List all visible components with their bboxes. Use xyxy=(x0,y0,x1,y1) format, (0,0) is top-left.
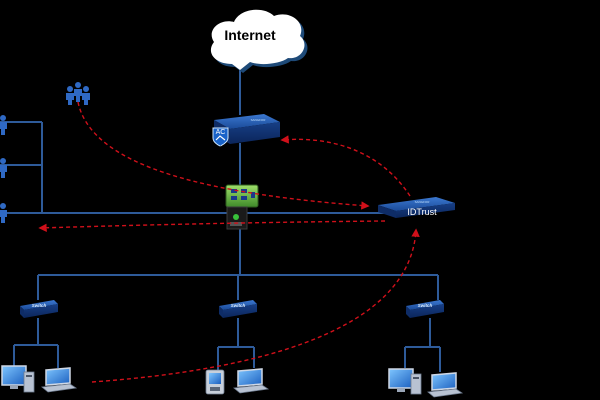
desktop-icon xyxy=(1,365,35,393)
traffic-flows xyxy=(38,101,420,383)
switch-3-label: Switch xyxy=(418,303,433,308)
left-endpoints xyxy=(0,115,7,223)
access-switch-3: Switch xyxy=(406,300,444,318)
endpoint-group-1 xyxy=(1,365,78,393)
idtrust-label: IDTrust xyxy=(407,207,437,217)
pda-icon xyxy=(205,369,225,395)
user-figure-icon xyxy=(0,203,7,223)
user-figure-icon xyxy=(0,158,7,178)
flow-idtrust-to-ac xyxy=(280,135,411,197)
switch-2-label: Switch xyxy=(231,303,246,308)
switch-1-label: Switch xyxy=(32,303,47,308)
laptop-icon xyxy=(233,368,270,394)
ac-brand: SANGFOR xyxy=(251,118,267,122)
ac-badge: AC xyxy=(216,129,226,136)
flow-endpoint-to-idtrust xyxy=(91,228,420,383)
access-switch-2: Switch xyxy=(219,300,257,318)
internet-cloud: Internet xyxy=(210,9,308,73)
endpoint-group-2 xyxy=(205,368,270,395)
flow-idtrust-to-left xyxy=(38,220,386,232)
access-switch-1: Switch xyxy=(20,300,58,318)
user-group-icon xyxy=(66,82,90,105)
laptop-icon xyxy=(427,372,464,398)
user-figure-icon xyxy=(0,115,7,135)
cloud-label: Internet xyxy=(224,27,276,43)
desktop-icon xyxy=(388,368,422,395)
ac-device: SANGFOR AC xyxy=(212,114,280,147)
idtrust-brand: SANGFOR xyxy=(415,200,431,204)
shield-icon xyxy=(212,127,229,147)
cloud-icon xyxy=(210,9,308,73)
idtrust-device: SANGFOR IDTrust xyxy=(378,197,455,218)
flow-users-to-idtrust xyxy=(77,101,370,210)
network-links xyxy=(0,66,441,372)
endpoint-group-3 xyxy=(388,368,464,398)
laptop-icon xyxy=(41,367,78,393)
